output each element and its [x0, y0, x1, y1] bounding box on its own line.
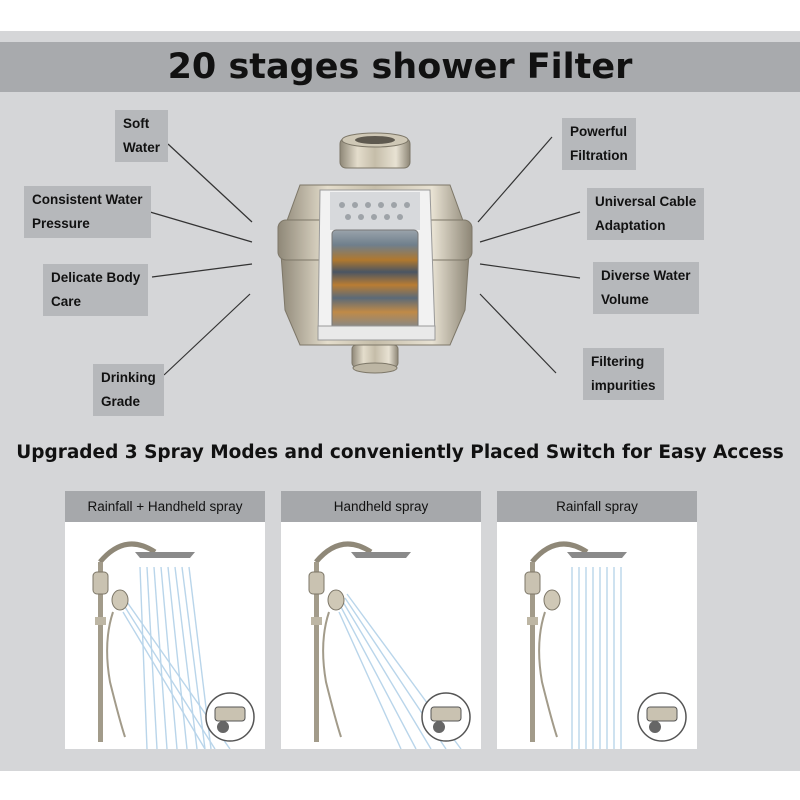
- feature-universal-adaptation: Universal Cable Adaptation: [587, 188, 705, 240]
- title-band: [0, 42, 800, 92]
- section-subtitle: Upgraded 3 Spray Modes and conveniently …: [16, 442, 784, 463]
- feature-soft-water: Soft Water: [115, 110, 169, 162]
- shower-system-illustration: [308, 541, 471, 749]
- mode-label: Rainfall + Handheld spray: [65, 491, 265, 522]
- shower-system-illustration: [524, 541, 687, 749]
- mode-label: Handheld spray: [281, 491, 481, 522]
- feature-consistent-pressure: Consistent Water Pressure: [24, 186, 151, 238]
- page-title: 20 stages shower Filter: [167, 47, 633, 87]
- shower-filter-cutaway: [277, 132, 473, 374]
- feature-filtering-impurities: Filtering impurities: [583, 348, 664, 400]
- feature-powerful-filtration: Powerful Filtration: [562, 118, 636, 170]
- mode-panel-rainfall: Rainfall spray: [497, 491, 697, 749]
- mode-panel-handheld: Handheld spray: [281, 491, 481, 749]
- feature-delicate-body-care: Delicate Body Care: [43, 264, 149, 316]
- shower-system-illustration: [92, 541, 255, 749]
- mode-label: Rainfall spray: [497, 491, 697, 522]
- feature-drinking-grade: Drinking Grade: [93, 364, 164, 416]
- feature-diverse-volume: Diverse Water Volume: [593, 262, 699, 314]
- mode-panel-rainfall-handheld: Rainfall + Handheld spray: [65, 491, 265, 749]
